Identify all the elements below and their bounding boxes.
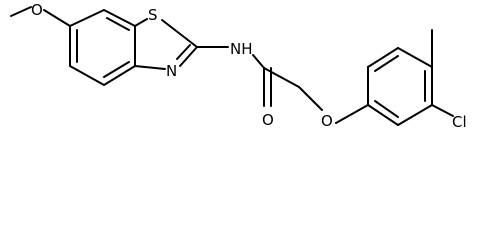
carbonyl-oxygen-label: O <box>262 111 274 129</box>
bond-c3a-c4 <box>103 65 136 86</box>
bond-ar2-ar3 <box>367 47 399 68</box>
bond-ar6-ar1 <box>367 104 399 126</box>
molecule-structure: O S N NH O O Cl <box>10 1 467 131</box>
amide-nitrogen-label: NH <box>230 40 253 58</box>
bond-nh-carbonyl <box>252 54 265 69</box>
bond-methyl-o <box>10 6 32 17</box>
bond-c7a-s <box>134 18 148 27</box>
bond-ar5-ar6 <box>397 104 433 126</box>
bond-c2-n3-inner <box>176 44 191 60</box>
bond-c7-c7a-inner <box>106 17 130 31</box>
chemical-structure-canvas: O S N NH O O Cl <box>10 1 467 131</box>
bond-c3a-c4-inner <box>103 61 130 78</box>
methoxy-oxygen-label: O <box>31 1 43 19</box>
bond-carbonyl-ch2 <box>263 67 300 88</box>
sulfur-label: S <box>148 6 158 24</box>
bond-c6-c7 <box>69 9 105 27</box>
bond-o-c6 <box>43 9 71 27</box>
ether-oxygen-label: O <box>321 112 333 130</box>
bond-ch2-ether-o <box>298 86 323 111</box>
bond-n3-c3a <box>134 65 166 70</box>
bond-ar3-ar4 <box>397 47 433 68</box>
ring-nitrogen-label: N <box>166 62 177 80</box>
bond-ar6-ar1-inner <box>374 100 399 118</box>
bond-ar2-ar3-inner <box>374 55 399 72</box>
chlorine-label: Cl <box>452 113 467 131</box>
bond-c4-c5 <box>69 65 105 86</box>
bond-ar5-cl <box>431 104 454 117</box>
bond-c7-c7a <box>103 9 136 27</box>
bond-c2-n3 <box>179 46 198 67</box>
bond-s-c2 <box>161 19 198 48</box>
bond-ether-o-aryl <box>335 104 369 124</box>
